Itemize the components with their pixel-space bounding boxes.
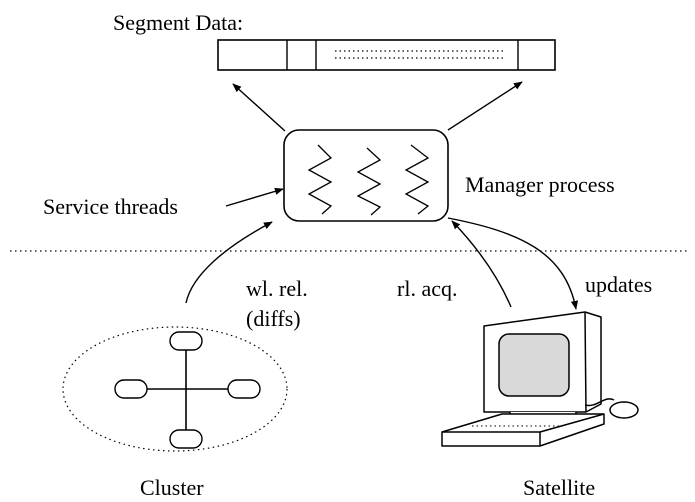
cluster-node-right [227,379,261,399]
arrow-to-segment-left [232,83,286,132]
cluster-graphic [62,326,288,452]
wl-rel-label: wl. rel. [246,276,308,301]
cluster-node-left [114,379,148,399]
thread-zigzag-2 [356,147,382,216]
arrow-read-acquire [451,220,512,308]
cluster-node-top [169,331,203,351]
segment-data-bar [217,39,556,71]
cluster-label: Cluster [140,475,204,500]
diffs-label: (diffs) [246,306,301,331]
rl-acq-label: rl. acq. [397,276,457,301]
service-threads-label: Service threads [43,194,178,219]
segment-data-label: Segment Data: [113,10,243,35]
manager-process-box [283,129,449,222]
thread-zigzag-3 [404,144,430,215]
thread-zigzag-1 [307,144,333,215]
manager-process-label: Manager process [465,172,615,197]
arrow-to-segment-right [447,81,523,131]
updates-label: updates [585,272,652,297]
satellite-label: Satellite [523,475,595,500]
cluster-node-bottom [169,429,203,449]
arrow-write-release [185,221,273,304]
arrow-updates [447,217,578,310]
service-threads-arrow [225,187,284,207]
satellite-computer-icon [441,311,639,447]
